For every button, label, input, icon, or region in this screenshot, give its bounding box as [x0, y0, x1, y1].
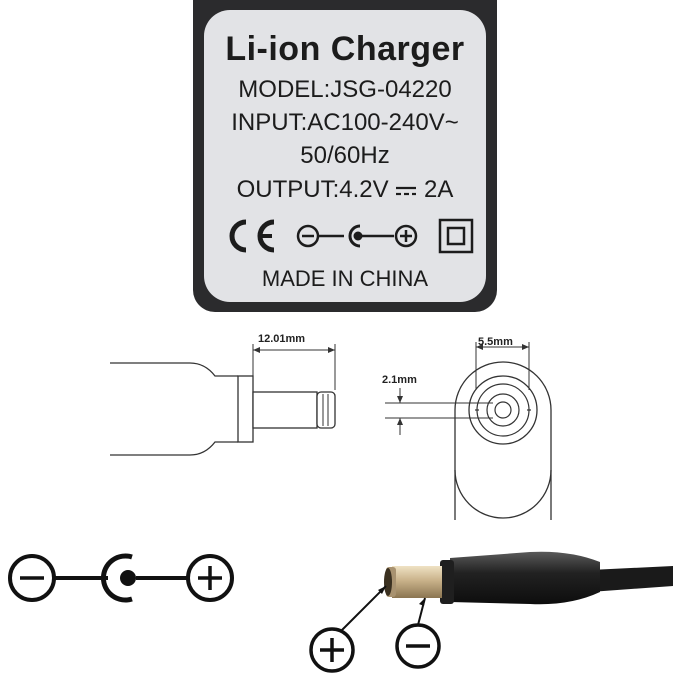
plug-front-view-drawing	[385, 342, 552, 520]
plug-side-view-drawing	[110, 344, 336, 456]
label-output: OUTPUT:4.2V 2A	[204, 176, 486, 204]
label-model: MODEL:JSG-04220	[238, 76, 452, 103]
label-input: INPUT:AC100-240V~	[231, 109, 459, 136]
output-current: 2A	[424, 176, 454, 203]
double-insulation-icon	[438, 218, 474, 254]
plug-length-text: 12.01mm	[258, 333, 305, 345]
inner-diameter-text: 2.1mm	[382, 374, 417, 386]
dc-symbol-icon	[396, 186, 417, 195]
rating-label: Li-ion Charger MODEL:JSG-04220 INPUT:AC1…	[204, 10, 486, 302]
ce-mark-icon	[229, 219, 275, 253]
plug-length-label: 12.01mm	[258, 333, 305, 345]
charger-label-photo: Li-ion Charger MODEL:JSG-04220 INPUT:AC1…	[193, 0, 497, 312]
outer-diameter-text: 5.5mm	[478, 336, 513, 348]
inner-diameter-label: 2.1mm	[382, 374, 417, 386]
label-origin: MADE IN CHINA	[261, 266, 429, 291]
output-voltage: OUTPUT:4.2V	[236, 176, 389, 203]
label-title: Li-ion Charger	[225, 30, 465, 68]
polarity-icon	[296, 224, 418, 248]
plug-photo	[309, 551, 673, 673]
label-frequency: 50/60Hz	[300, 142, 390, 169]
outer-diameter-label: 5.5mm	[478, 336, 513, 348]
polarity-diagram	[8, 553, 234, 603]
